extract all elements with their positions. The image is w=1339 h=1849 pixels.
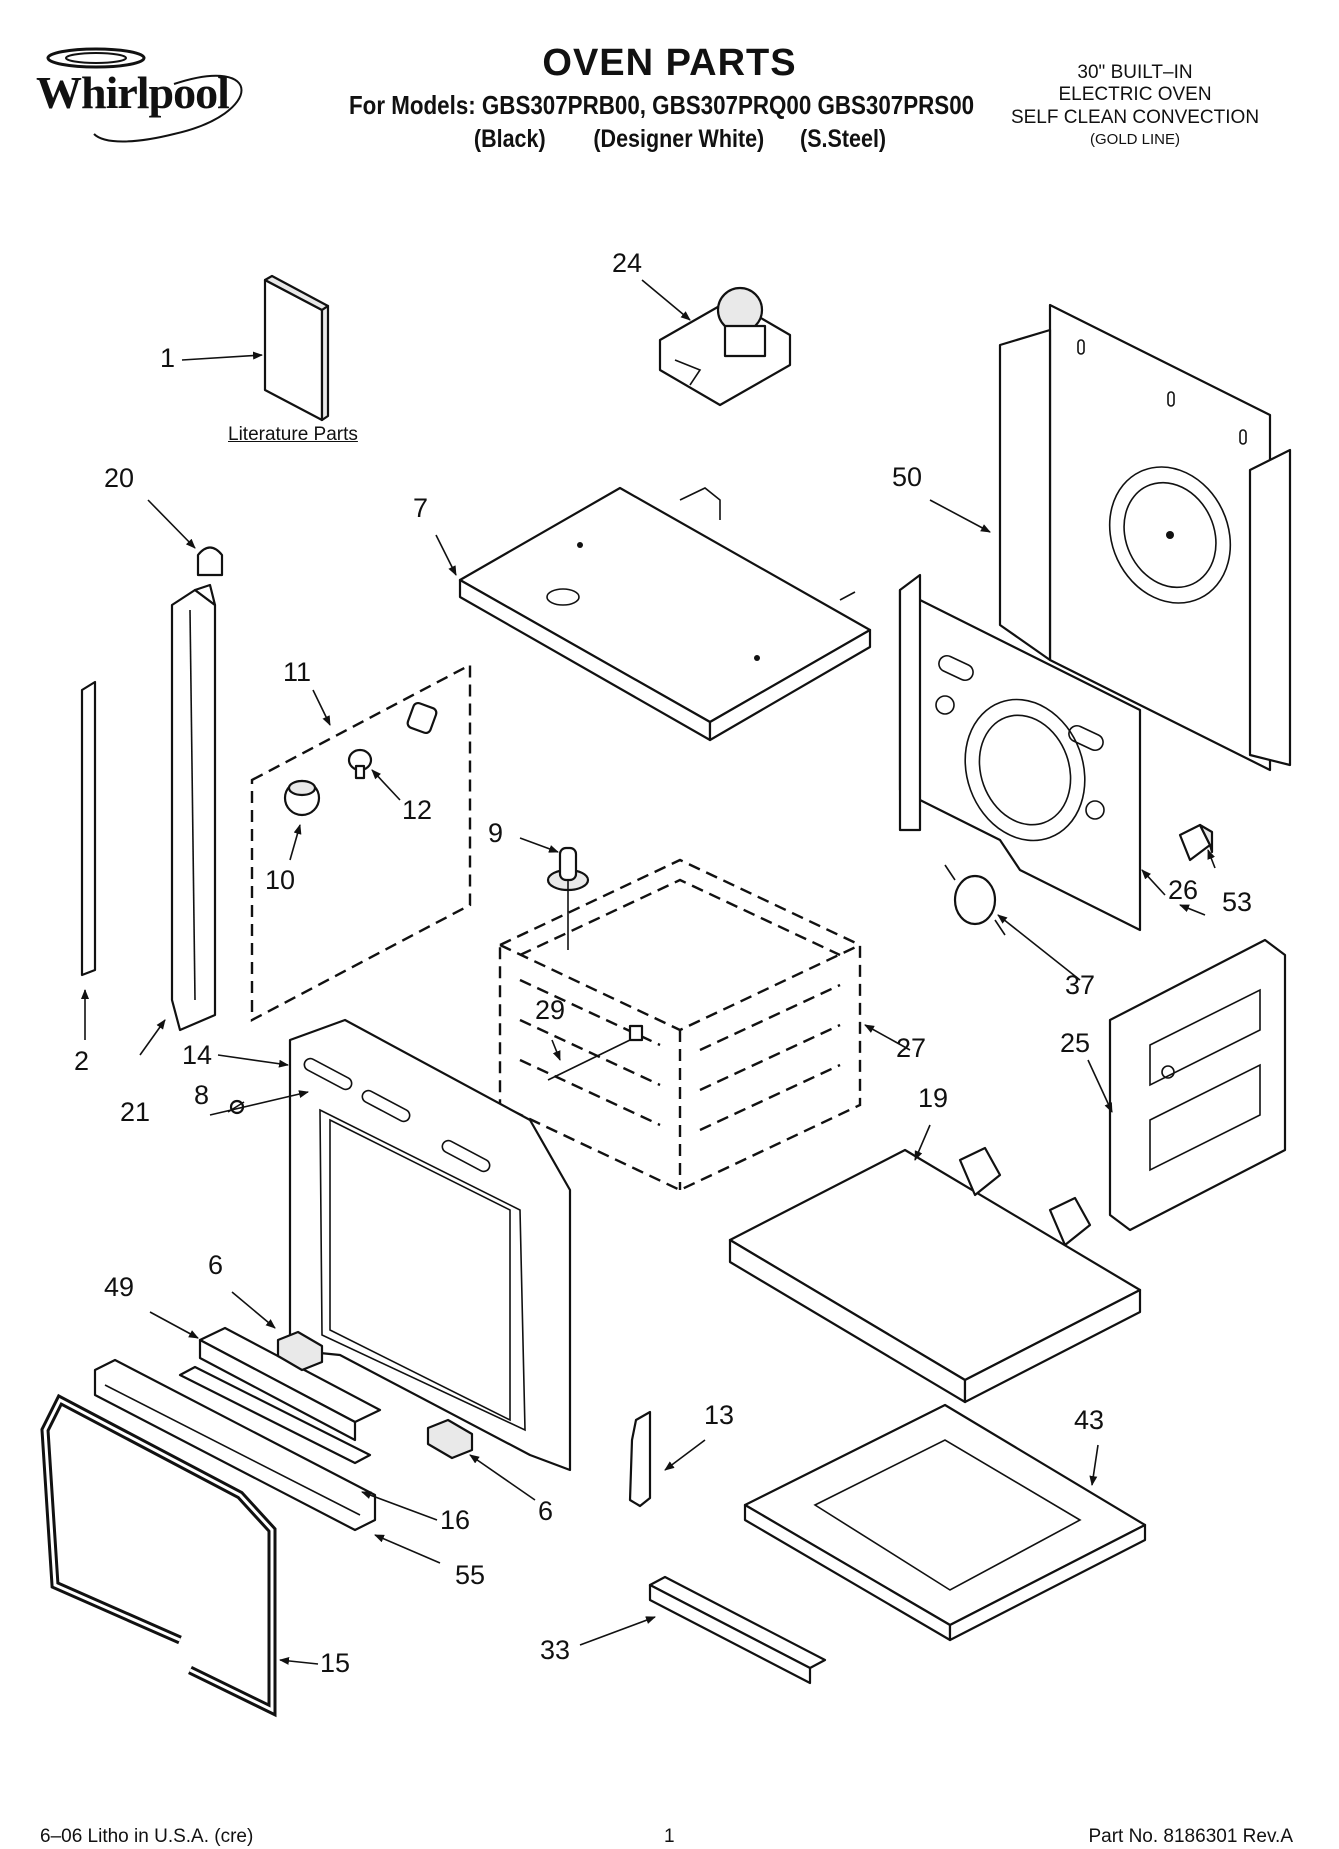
front-rail-part xyxy=(648,1575,827,1685)
callout-8: 8 xyxy=(194,1080,210,1110)
part-number: Part No. 8186301 Rev.A xyxy=(1088,1826,1293,1847)
callout-9: 9 xyxy=(488,818,504,848)
spec-line-2: ELECTRIC OVEN xyxy=(1058,84,1212,105)
callout-24: 24 xyxy=(612,248,643,278)
callout-1: 1 xyxy=(160,343,176,373)
callout-12: 12 xyxy=(402,795,433,825)
callout-19: 19 xyxy=(918,1083,949,1113)
literature-booklet-part xyxy=(263,274,330,422)
callout-50: 50 xyxy=(892,462,923,492)
top-shield-part xyxy=(458,486,872,742)
callout-11: 11 xyxy=(283,657,312,687)
page-number: 1 xyxy=(664,1826,675,1847)
callout-7: 7 xyxy=(413,493,429,523)
callout-10: 10 xyxy=(265,865,296,895)
thermal-fuse-part xyxy=(944,864,1006,936)
whirlpool-logo-swirl-icon xyxy=(46,47,243,143)
callout-43: 43 xyxy=(1074,1405,1105,1435)
callout-6-lower: 6 xyxy=(538,1496,554,1526)
rear-panel-part xyxy=(998,303,1292,772)
callout-27: 27 xyxy=(896,1033,927,1063)
callout-13: 13 xyxy=(704,1400,735,1430)
callout-15: 15 xyxy=(320,1648,351,1678)
callout-53: 53 xyxy=(1222,887,1253,917)
brand-wordmark: Whirlpool xyxy=(36,67,230,118)
light-assembly-group xyxy=(250,663,472,1022)
callout-20: 20 xyxy=(104,463,135,493)
literature-parts-label: Literature Parts xyxy=(228,424,358,445)
model-list: For Models: GBS307PRB00, GBS307PRQ00 GBS… xyxy=(349,90,975,120)
leader-lines xyxy=(81,279,1216,1665)
vent-trim-parts xyxy=(93,1326,474,1532)
side-panel-part xyxy=(1108,938,1287,1232)
oven-trim-left-part xyxy=(80,546,224,1032)
print-info: 6–06 Litho in U.S.A. (cre) xyxy=(40,1826,254,1847)
callout-49: 49 xyxy=(104,1272,135,1302)
callout-37: 37 xyxy=(1065,970,1096,1000)
callout-21: 21 xyxy=(120,1097,151,1127)
model-finish-list: (Black) (Designer White) (S.Steel) xyxy=(473,125,887,153)
front-frame-part xyxy=(227,1018,572,1472)
callout-33: 33 xyxy=(540,1635,571,1665)
clip-part xyxy=(1178,823,1214,862)
bottom-cover-part xyxy=(728,1146,1142,1404)
callout-14: 14 xyxy=(182,1040,213,1070)
convection-motor-part xyxy=(658,286,792,407)
callout-2: 2 xyxy=(74,1046,90,1076)
door-gasket-part xyxy=(40,1393,277,1718)
bottom-tray-part xyxy=(743,1403,1147,1642)
callout-29: 29 xyxy=(535,995,566,1025)
spec-line-4: (GOLD LINE) xyxy=(1089,131,1180,148)
fan-baffle-part xyxy=(898,573,1142,932)
callout-26: 26 xyxy=(1168,875,1199,905)
callout-16: 16 xyxy=(440,1505,471,1535)
hinge-bracket-part xyxy=(628,1410,652,1508)
page-title: OVEN PARTS xyxy=(542,42,797,84)
callout-55: 55 xyxy=(455,1560,486,1590)
callout-6-upper: 6 xyxy=(208,1250,224,1280)
callout-25: 25 xyxy=(1060,1028,1091,1058)
spec-line-1: 30" BUILT–IN xyxy=(1077,62,1193,83)
spec-line-3: SELF CLEAN CONVECTION xyxy=(1010,107,1260,128)
